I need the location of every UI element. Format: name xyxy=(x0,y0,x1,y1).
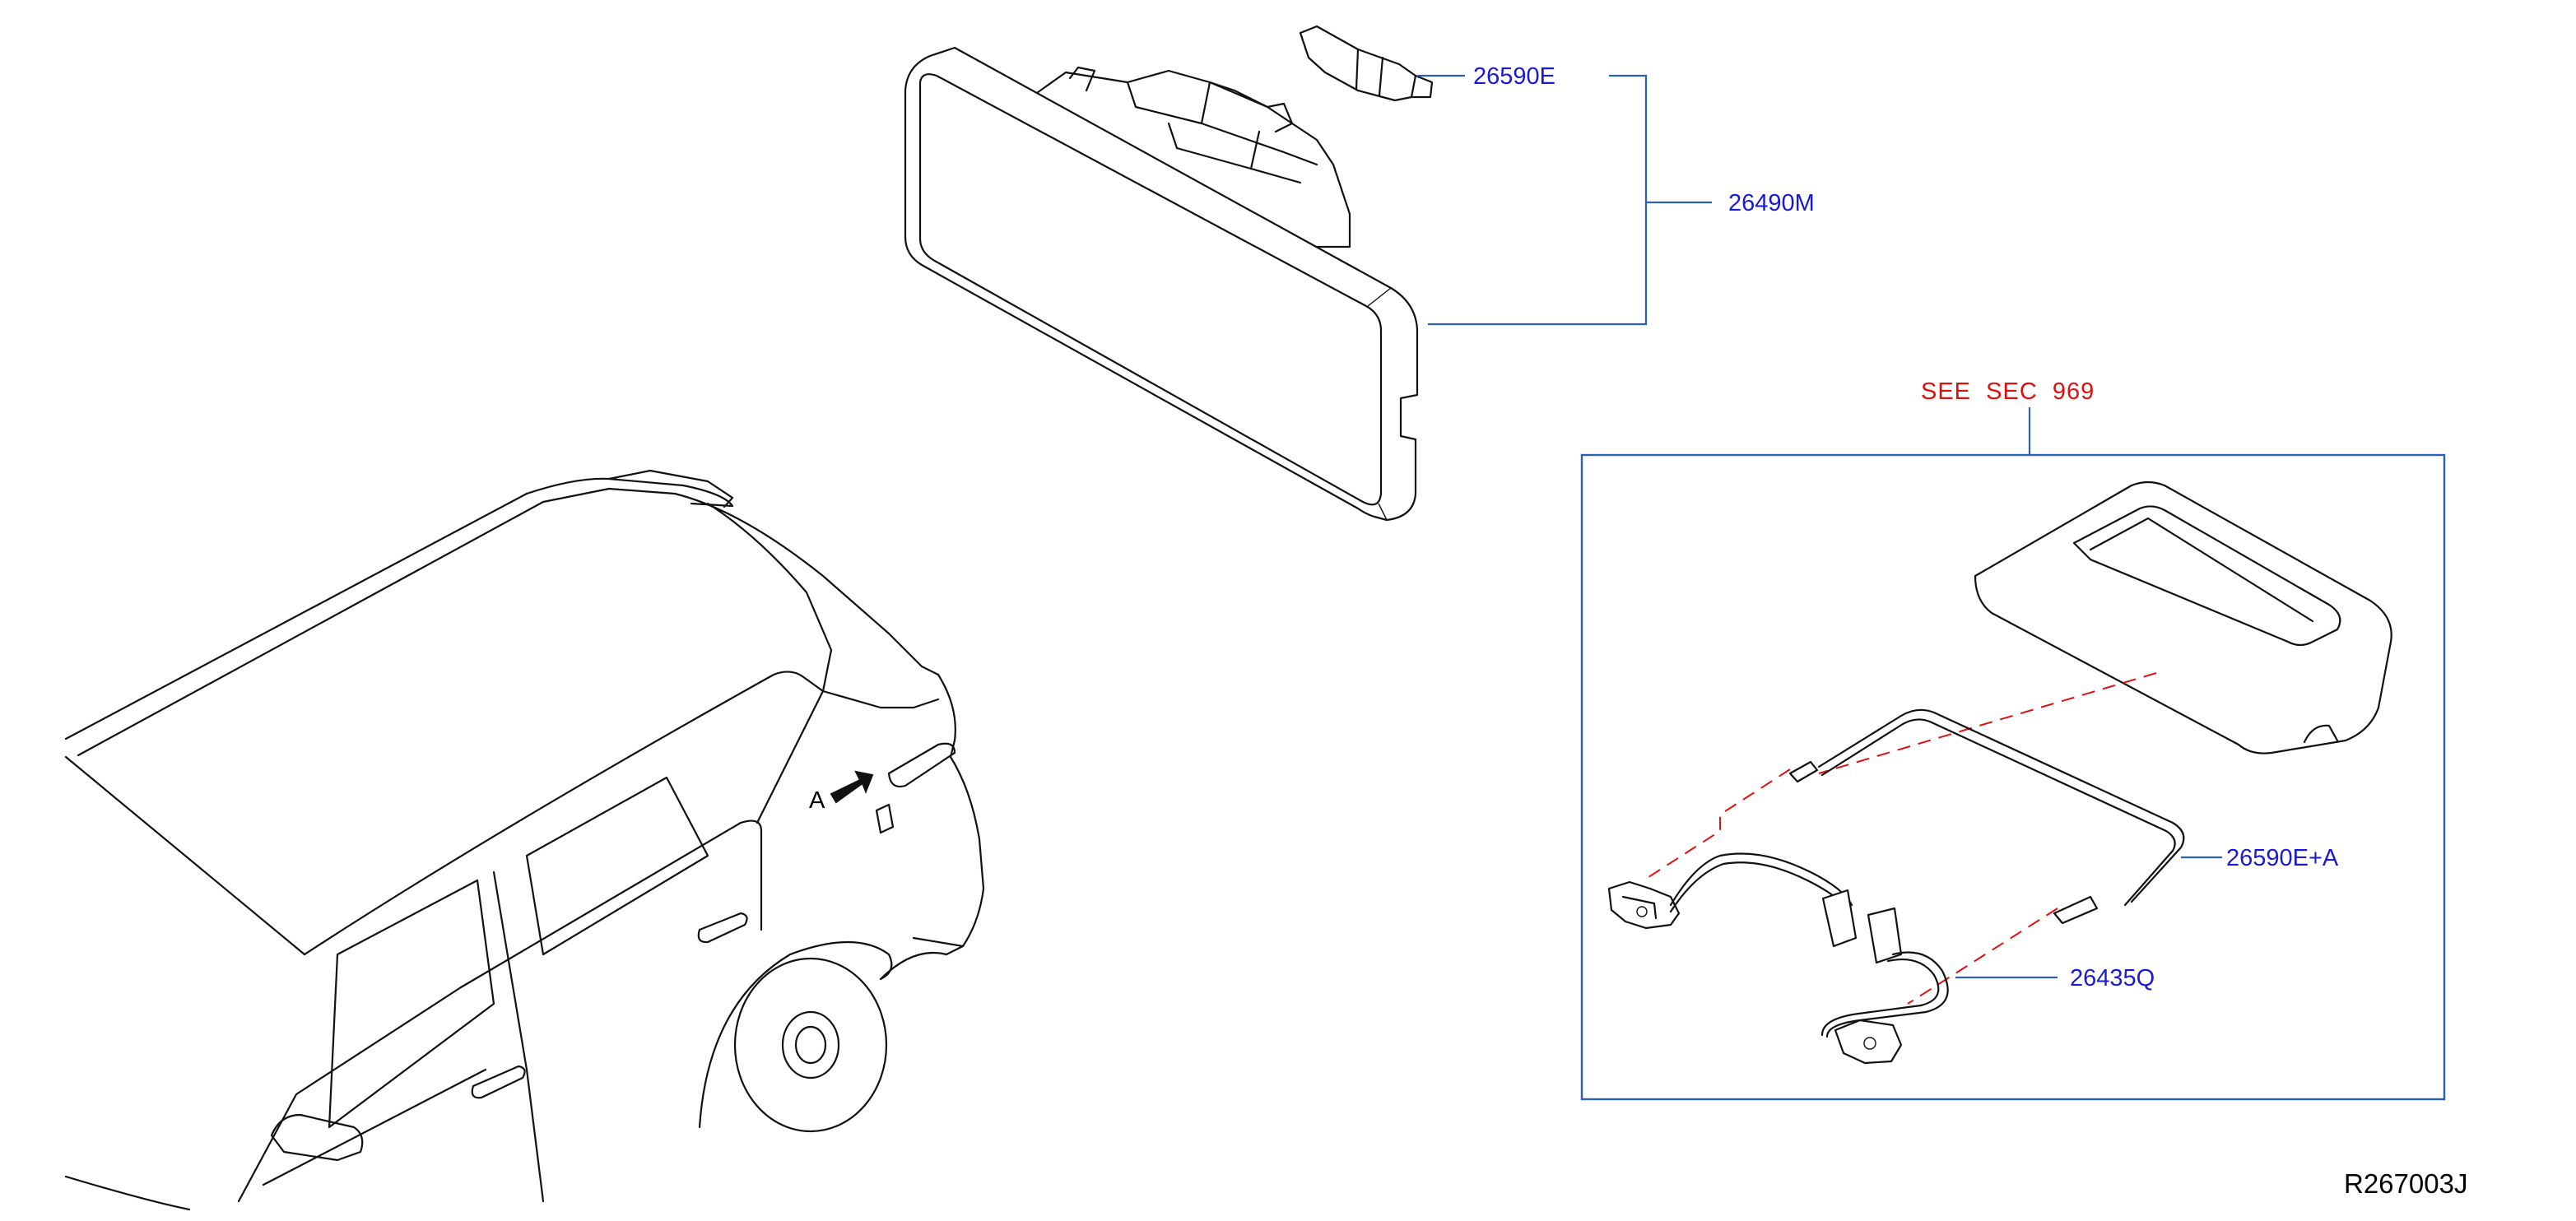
part-number-connector-harness: 26435Q xyxy=(2070,965,2155,991)
assembly-guide-lines xyxy=(1645,672,2157,1005)
connector-harness xyxy=(1607,852,1949,1065)
section-reference: SEE SEC 969 xyxy=(1921,378,2095,405)
wiring-harness xyxy=(1788,708,2185,925)
part-number-wiring-harness: 26590E+A xyxy=(2226,845,2339,871)
view-marker-a: A xyxy=(809,787,825,814)
part-number-bulb: 26590E xyxy=(1473,63,1555,90)
leader-lines-detail xyxy=(1955,856,2222,979)
vehicle-illustration xyxy=(64,469,985,1211)
leader-lines-lamp xyxy=(1417,74,1712,326)
part-number-lamp-assembly: 26490M xyxy=(1728,190,1815,216)
lamp-cover xyxy=(1974,481,2392,754)
section-detail-box xyxy=(1580,407,2446,1101)
high-mount-stop-lamp-assembly xyxy=(904,25,1434,522)
drawing-number: R267003J xyxy=(2344,1168,2467,1199)
